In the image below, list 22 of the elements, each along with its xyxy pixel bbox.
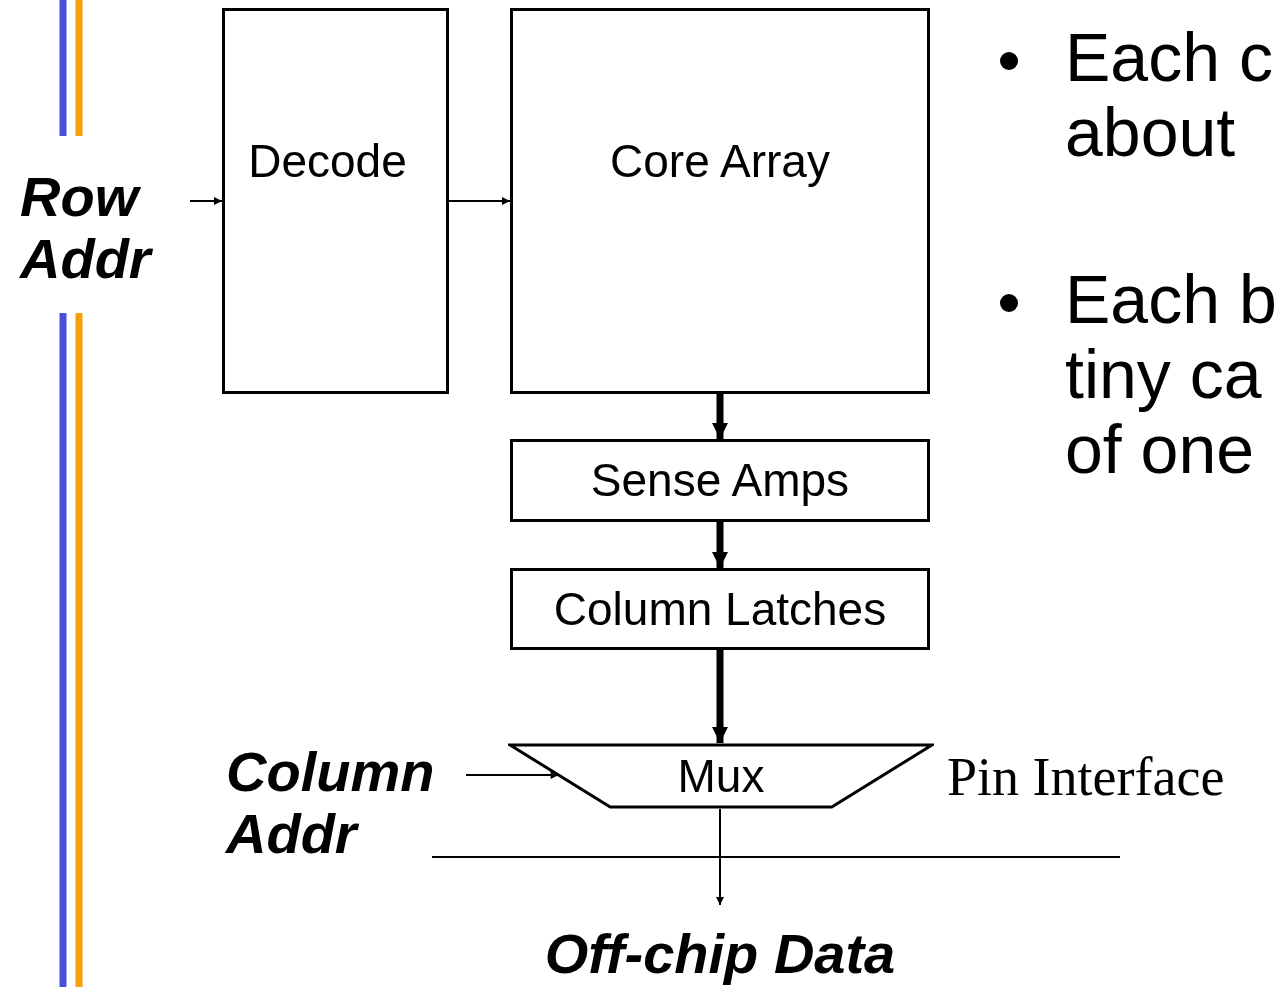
node-label: Off-chip Data: [544, 922, 896, 985]
node-label: Mux: [677, 750, 765, 802]
arrow: [712, 522, 728, 568]
arrow: [716, 808, 724, 906]
process-box: [510, 439, 930, 522]
node-label: Core Array: [610, 135, 830, 187]
process-box: [510, 568, 930, 650]
arrow: [189, 197, 223, 205]
process-box: [510, 8, 930, 394]
mux-trapezoid: [508, 743, 934, 809]
node-label: Column Latches: [553, 583, 887, 635]
arrow: [448, 197, 511, 205]
bullet-text: Each b tiny ca of one: [1065, 262, 1278, 487]
process-box: [222, 8, 449, 394]
node-label: Decode: [248, 135, 407, 187]
arrow: [712, 650, 728, 743]
node-label: Column Addr: [226, 740, 436, 865]
node-label: Sense Amps: [590, 455, 850, 506]
node-label: Row Addr: [20, 165, 154, 290]
pin-interface-label: Pin Interface: [947, 748, 1226, 808]
arrow: [712, 394, 728, 439]
bullet-text: Each c about: [1065, 20, 1274, 170]
